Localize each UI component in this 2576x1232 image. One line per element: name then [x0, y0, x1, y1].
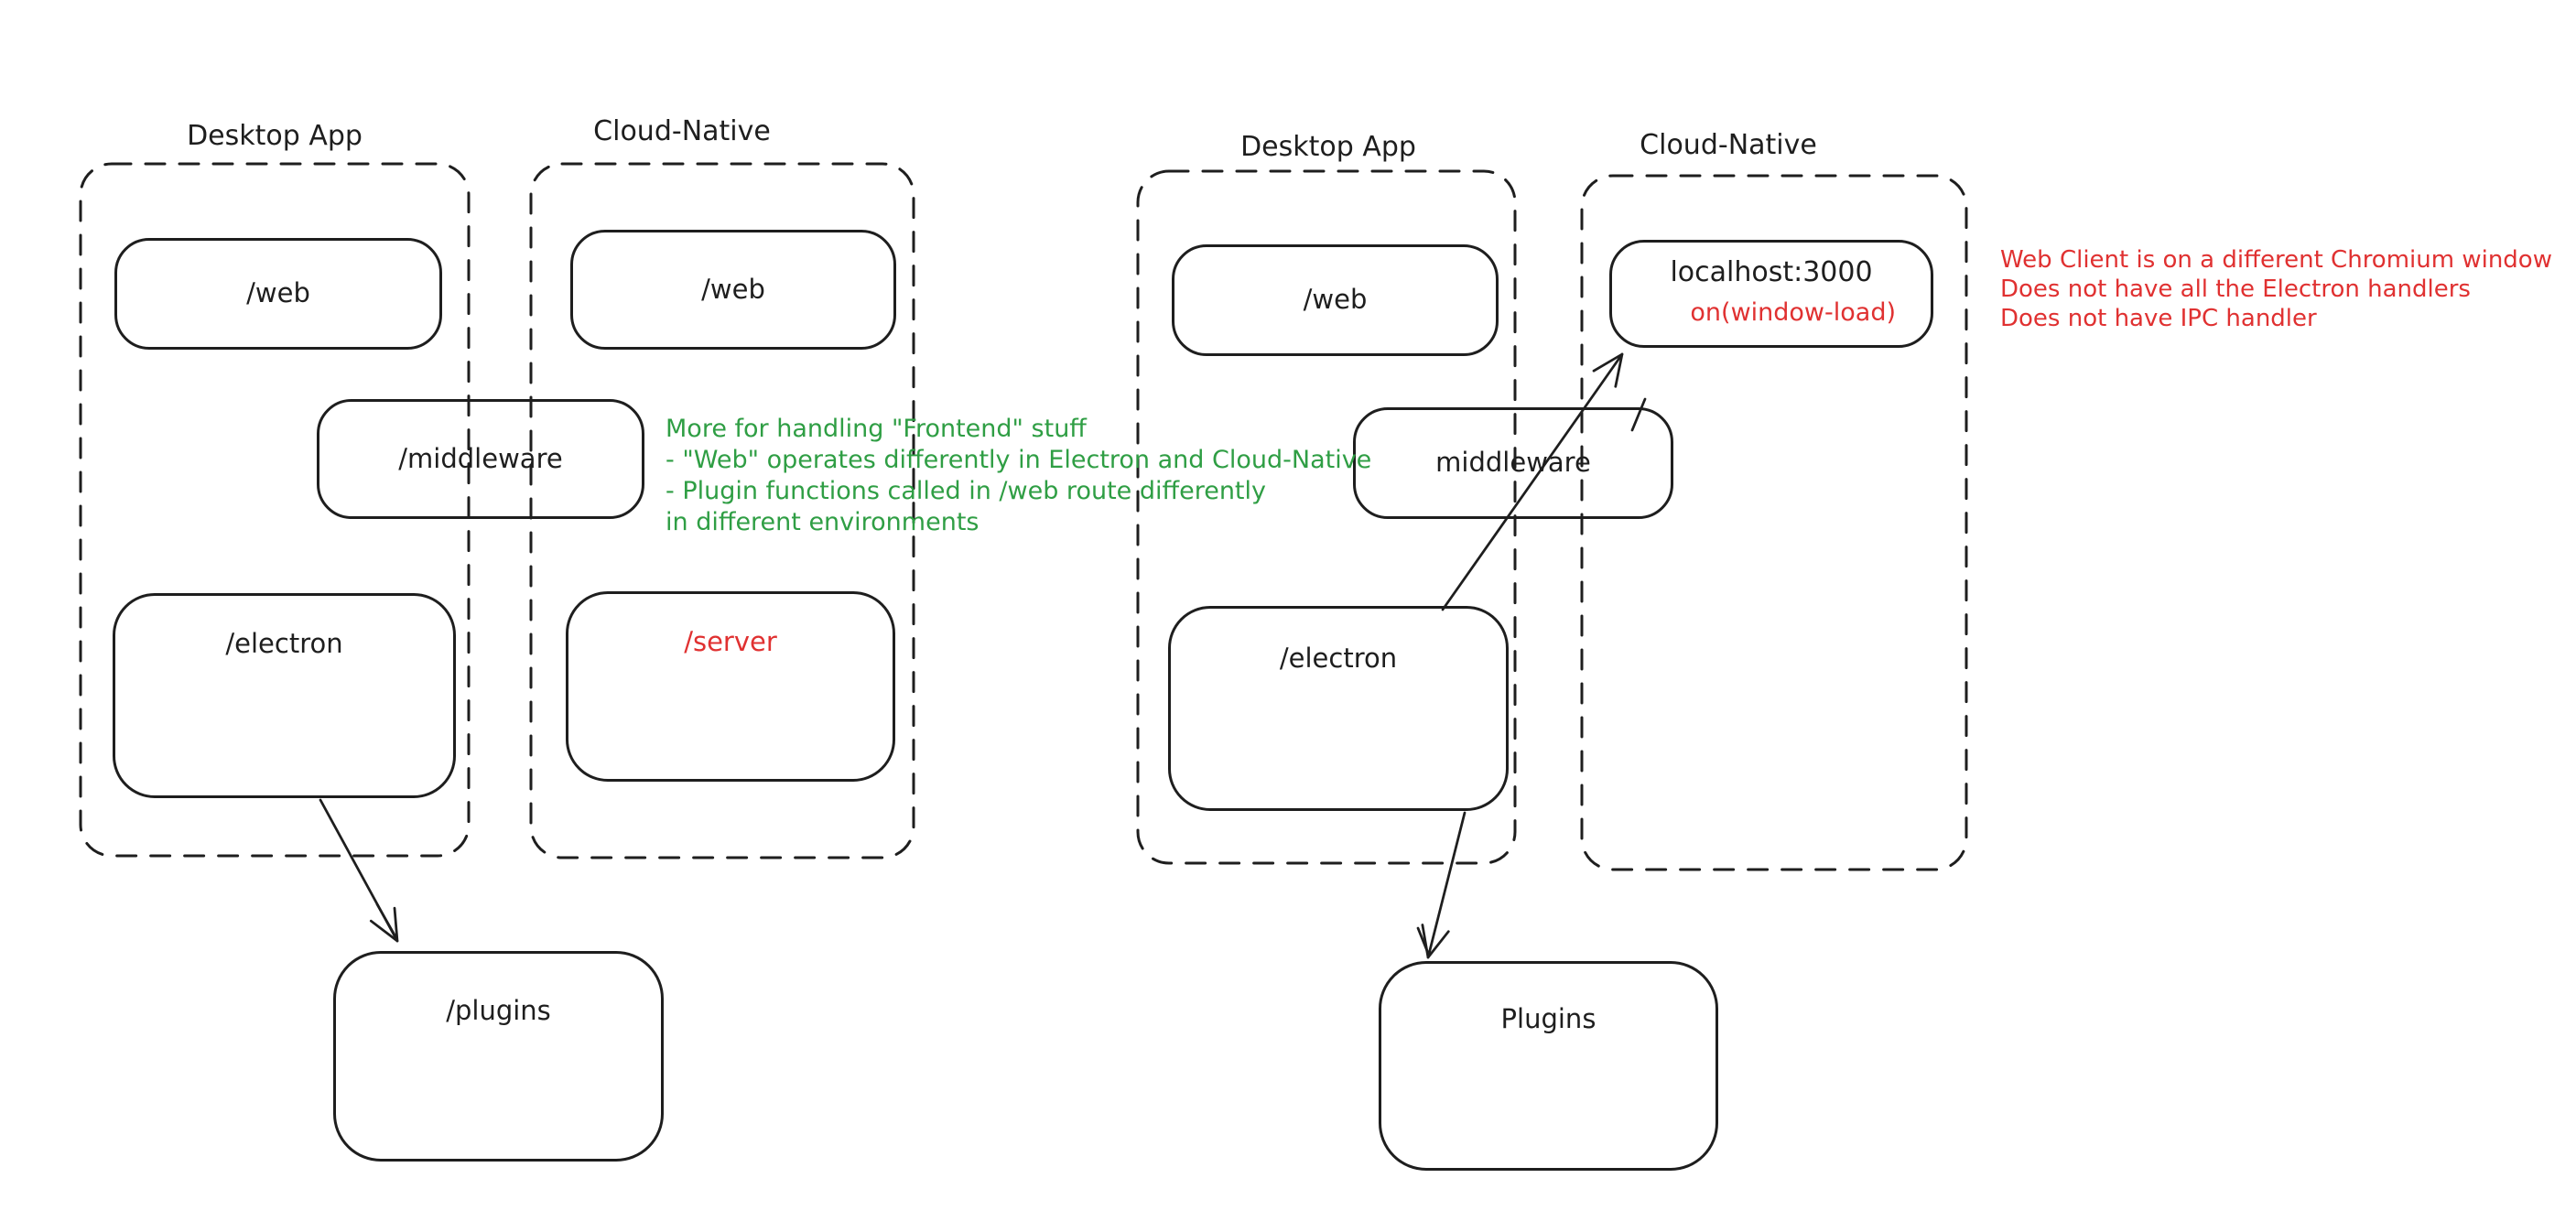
box-web-desktop-left-label: /web [246, 277, 310, 309]
box-plugins-left-label: /plugins [446, 995, 551, 1026]
box-web-desktop-left[interactable]: /web [114, 238, 442, 350]
note-web-client-limits[interactable]: Web Client is on a different Chromium wi… [2000, 245, 2552, 333]
note-line: Does not have all the Electron handlers [2000, 276, 2471, 303]
box-electron-right[interactable]: /electron [1168, 606, 1509, 811]
box-web-desktop-right[interactable]: /web [1172, 244, 1499, 356]
on-window-load-label: on(window-load) [1690, 297, 1896, 327]
box-middleware-left[interactable]: /middleware [317, 399, 644, 519]
box-plugins-right[interactable]: Plugins [1379, 961, 1718, 1171]
container-desktop-app-left[interactable] [79, 162, 471, 858]
box-server-left-label: /server [684, 626, 777, 657]
box-middleware-right-label: middleware [1435, 447, 1591, 479]
box-electron-right-label: /electron [1279, 643, 1398, 674]
box-electron-left[interactable]: /electron [113, 593, 456, 798]
note-line: Does not have IPC handler [2000, 305, 2317, 332]
box-web-desktop-right-label: /web [1303, 284, 1368, 316]
box-localhost-3000[interactable]: localhost:3000 on(window-load) [1609, 240, 1933, 348]
label-cloud-native-right[interactable]: Cloud-Native [1640, 129, 1817, 161]
note-line: Web Client is on a different Chromium wi… [2000, 246, 2552, 274]
container-cloud-native-left[interactable] [529, 162, 915, 859]
label-cloud-native-left[interactable]: Cloud-Native [593, 115, 771, 147]
box-plugins-right-label: Plugins [1500, 1003, 1596, 1034]
box-electron-left-label: /electron [225, 628, 343, 659]
note-line: More for handling "Frontend" stuff [666, 415, 1087, 443]
note-line: - "Web" operates differently in Electron… [666, 446, 1372, 474]
box-server-left[interactable]: /server [566, 591, 895, 782]
box-web-cloud-left[interactable]: /web [570, 230, 896, 350]
label-desktop-app-left[interactable]: Desktop App [187, 120, 363, 152]
box-middleware-right[interactable]: middleware [1353, 407, 1673, 519]
box-localhost-3000-label: localhost:3000 [1670, 256, 1873, 288]
note-frontend-handling[interactable]: More for handling "Frontend" stuff - "We… [666, 414, 1371, 538]
box-plugins-left[interactable]: /plugins [333, 951, 664, 1162]
note-line: - Plugin functions called in /web route … [666, 477, 1267, 505]
label-desktop-app-right[interactable]: Desktop App [1240, 131, 1416, 163]
note-line: in different environments [666, 508, 980, 536]
box-middleware-left-label: /middleware [398, 442, 563, 474]
box-web-cloud-left-label: /web [701, 273, 765, 305]
